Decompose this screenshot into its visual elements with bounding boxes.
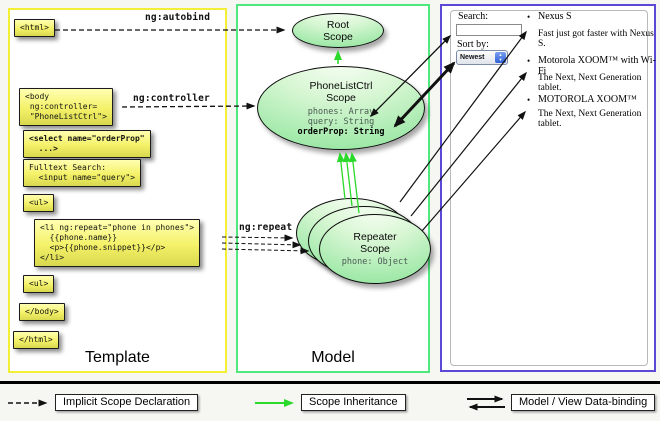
phonelistctrl-scope-title: PhoneListCtrl — [309, 79, 373, 92]
phonelistctrl-scope-ellipse: PhoneListCtrl Scope phones: Array query:… — [257, 66, 425, 150]
model-column-label: Model — [311, 349, 355, 366]
root-scope-ellipse: Root Scope — [292, 13, 384, 48]
root-scope-title: Root — [326, 18, 350, 31]
code-box-html-open: <html> — [14, 19, 55, 37]
sort-select[interactable]: Newest ▲▼ — [456, 50, 508, 65]
view-item-title: Nexus S — [538, 11, 572, 22]
code-box-li-repeat: <li ng:repeat="phone in phones"> {{phone… — [34, 219, 201, 267]
repeater-scope-title: Repeater — [353, 231, 397, 243]
ng-autobind-label: ng:autobind — [145, 12, 211, 23]
code-box-body-close: </body> — [19, 303, 65, 321]
model-column: Model — [236, 4, 430, 373]
bullet-icon: • — [527, 56, 531, 66]
code-box-ul-close: <ul> — [23, 275, 55, 293]
repeater-scope-subtitle: Scope — [360, 243, 390, 255]
search-label: Search: — [458, 11, 488, 22]
code-box-html-close: </html> — [13, 331, 59, 349]
root-scope-subtitle: Scope — [323, 30, 353, 43]
code-box-body-open: <body ng:controller= "PhoneListCtrl"> — [19, 88, 113, 126]
view-item-desc: The Next, Next Generation tablet. — [538, 109, 642, 129]
select-stepper-icon: ▲▼ — [495, 52, 506, 63]
bullet-icon: • — [527, 95, 531, 105]
bullet-icon: • — [527, 12, 531, 22]
legend-double-arrow-icon — [467, 395, 505, 411]
view-item-title: Motorola XOOM™ with Wi-Fi — [538, 55, 656, 77]
code-box-select: <select name="orderProp" ...> — [23, 130, 151, 158]
legend-separator — [0, 381, 660, 384]
legend-databinding-label: Model / View Data-binding — [511, 394, 656, 411]
phonelistctrl-prop-orderprop: orderProp: String — [297, 126, 385, 137]
phonelistctrl-prop-query: query: String — [307, 116, 375, 127]
phonelistctrl-prop-phones: phones: Array — [307, 106, 375, 117]
repeater-scope-ellipse-front: Repeater Scope phone: Object — [319, 214, 431, 284]
sort-label: Sort by: — [457, 39, 489, 50]
code-box-ul-open: <ul> — [23, 194, 55, 212]
ng-controller-label: ng:controller — [133, 93, 210, 104]
view-item-desc: The Next, Next Generation tablet. — [538, 73, 642, 93]
template-column-label: Template — [85, 349, 150, 366]
sort-select-value: Newest — [460, 53, 485, 61]
ng-repeat-label: ng:repeat — [239, 222, 293, 233]
phonelistctrl-scope-subtitle: Scope — [326, 91, 356, 104]
legend-scope-inheritance-label: Scope Inheritance — [301, 394, 406, 411]
legend-implicit-scope-label: Implicit Scope Declaration — [55, 394, 199, 411]
search-input[interactable] — [456, 24, 522, 36]
view-item-desc: Fast just got faster with Nexus S. — [538, 29, 654, 49]
repeater-prop-phone: phone: Object — [341, 257, 409, 267]
code-box-fulltext-search: Fulltext Search: <input name="query"> — [23, 159, 141, 187]
view-item-title: MOTOROLA XOOM™ — [538, 94, 637, 105]
